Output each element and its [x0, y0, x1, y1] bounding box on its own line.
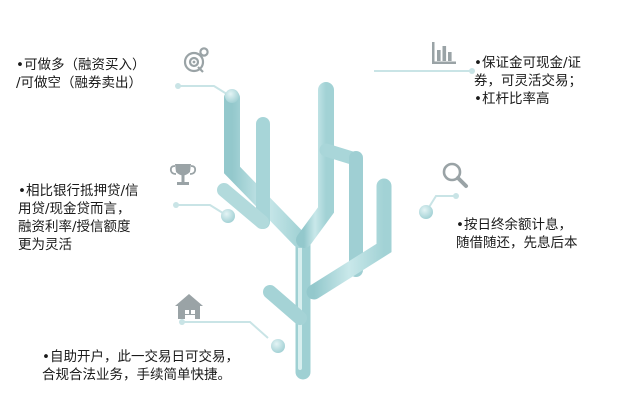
- feature-rate-text: •相比银行抵押贷/信 用贷/现金贷而言， 融资利率/授信额度 更为灵活: [18, 182, 139, 254]
- house-icon: [175, 294, 203, 319]
- dot-rate: [221, 209, 235, 223]
- feature-line: •自助开户，此一交易日可交易，: [42, 349, 239, 365]
- connector-rate: [176, 204, 227, 216]
- branch-right-upper: [319, 143, 359, 165]
- feature-line: 更为灵活: [18, 237, 72, 253]
- feature-line: 用贷/现金贷而言，: [18, 201, 131, 217]
- feature-line: •杠杆比率高: [474, 91, 550, 107]
- connector-account: [182, 321, 269, 339]
- branch-right-main: [296, 82, 334, 248]
- branch-right-far: [306, 178, 392, 300]
- feature-line: /可做空（融券卖出）: [16, 75, 143, 91]
- dot-account-end: [179, 319, 185, 325]
- feature-line: 融资利率/授信额度: [18, 219, 131, 235]
- connector-lines: [176, 70, 472, 339]
- dot-long-short-end: [175, 83, 181, 89]
- magnifier-icon: [442, 162, 468, 188]
- tree-branches: [217, 82, 392, 380]
- branch-left-mid: [217, 183, 269, 229]
- bar-chart-icon: [432, 42, 456, 64]
- feature-account-text: •自助开户，此一交易日可交易， 合规合法业务，手续简单快捷。: [42, 348, 239, 384]
- feature-collateral-text: •保证金可现金/证 券，可灵活交易； •杠杆比率高: [474, 54, 582, 108]
- dot-collateral-end: [469, 68, 475, 74]
- dot-interest: [419, 205, 433, 219]
- feature-line: •相比银行抵押贷/信: [18, 183, 139, 199]
- feature-long-short-text: •可做多（融资买入） /可做空（融券卖出）: [16, 56, 145, 92]
- feature-line: •按日终余额计息，: [456, 217, 572, 233]
- connector-dots: [173, 68, 475, 353]
- feature-line: 随借随还，先息后本: [456, 235, 578, 251]
- feature-line: 合规合法业务，手续简单快捷。: [42, 367, 231, 383]
- dot-interest-end: [453, 193, 459, 199]
- dot-long-short: [225, 89, 239, 103]
- feature-line: •保证金可现金/证: [474, 55, 582, 71]
- feature-line: 券，可灵活交易；: [474, 73, 582, 89]
- dot-rate-end: [173, 202, 179, 208]
- trophy-icon: [169, 164, 197, 185]
- feature-line: •可做多（融资买入）: [16, 57, 146, 73]
- target-gear-icon: [183, 47, 209, 73]
- branch-left-main: [224, 90, 308, 248]
- feature-interest-text: •按日终余额计息， 随借随还，先息后本: [456, 216, 578, 252]
- branch-left-low: [263, 285, 307, 325]
- connector-long-short: [178, 85, 231, 97]
- dot-account: [271, 339, 285, 353]
